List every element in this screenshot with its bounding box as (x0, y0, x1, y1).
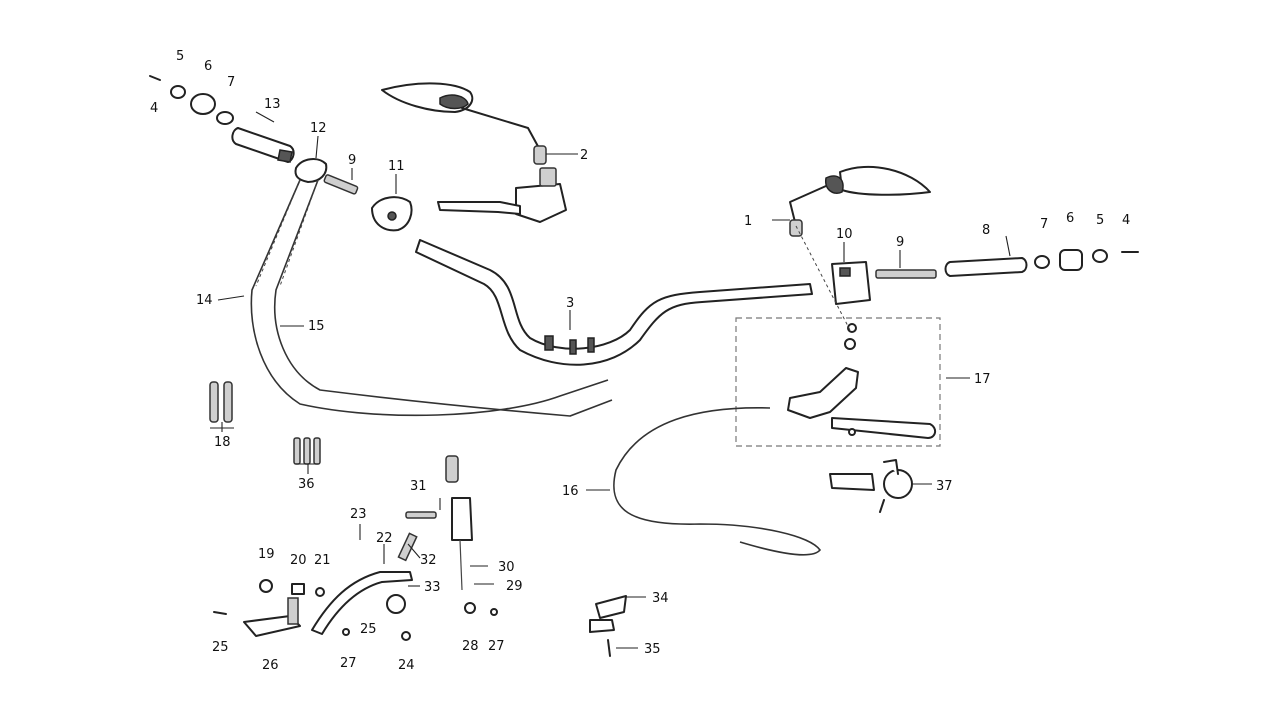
callout-29: 29 (506, 579, 523, 594)
callout-9-left: 9 (348, 153, 356, 168)
right-grip-assembly (875, 249, 1139, 279)
callout-1: 1 (744, 214, 752, 229)
callout-35: 35 (644, 642, 661, 657)
rear-brake-pedal (243, 571, 413, 637)
callout-21: 21 (314, 553, 331, 568)
clutch-cable (613, 407, 822, 556)
callout-10: 10 (836, 227, 853, 242)
left-switch-housing (371, 196, 413, 232)
callout-27-right: 27 (488, 639, 505, 654)
callout-30: 30 (498, 560, 515, 575)
gear-pedal (589, 595, 627, 633)
callout-25-left: 25 (212, 640, 229, 655)
callout-2: 2 (580, 148, 588, 163)
callout-12: 12 (310, 121, 327, 136)
callout-13: 13 (264, 97, 281, 112)
callout-24: 24 (398, 658, 415, 673)
callout-4-left: 4 (150, 101, 158, 116)
right-mirror (789, 165, 931, 237)
callout-31: 31 (410, 479, 427, 494)
callout-6-right: 6 (1066, 211, 1074, 226)
callout-7-right: 7 (1040, 217, 1048, 232)
callout-16: 16 (562, 484, 579, 499)
callout-26: 26 (262, 658, 279, 673)
callout-19: 19 (258, 547, 275, 562)
callout-25-mid: 25 (360, 622, 377, 637)
left-brake-master-cylinder (437, 167, 567, 223)
callout-7-left: 7 (227, 75, 235, 90)
callout-34: 34 (652, 591, 669, 606)
callout-4-right: 4 (1122, 213, 1130, 228)
callout-27-left: 27 (340, 656, 357, 671)
callout-15: 15 (308, 319, 325, 334)
callout-23: 23 (350, 507, 367, 522)
callout-28: 28 (462, 639, 479, 654)
callout-37: 37 (936, 479, 953, 494)
callout-33: 33 (424, 580, 441, 595)
left-mirror (381, 82, 547, 165)
callout-17: 17 (974, 372, 991, 387)
callout-6-left: 6 (204, 59, 212, 74)
handlebar-tube (415, 239, 813, 366)
callout-labels: 1 2 3 4 5 6 7 13 12 9 11 10 9 8 7 6 5 4 … (150, 49, 1130, 673)
pin-set-18 (209, 381, 233, 423)
clutch-lever-assembly-box (735, 317, 941, 447)
callout-3: 3 (566, 296, 574, 311)
left-grip-assembly (149, 75, 359, 195)
choke-lever-assembly (829, 459, 913, 513)
callout-32: 32 (420, 553, 437, 568)
callout-22: 22 (376, 531, 393, 546)
callout-11: 11 (388, 159, 405, 174)
callout-36: 36 (298, 477, 315, 492)
small-hardware (213, 532, 611, 657)
callout-5-right: 5 (1096, 213, 1104, 228)
callout-18: 18 (214, 435, 231, 450)
right-switch-housing (831, 261, 871, 305)
callout-9-right: 9 (896, 235, 904, 250)
pin-set-36 (293, 437, 321, 465)
callout-8: 8 (982, 223, 990, 238)
throttle-cables (250, 179, 613, 417)
rear-brake-master-cylinder (405, 455, 473, 591)
leader-lines (210, 111, 1011, 649)
clutch-lever-assembly (787, 225, 936, 439)
callout-5-left: 5 (176, 49, 184, 64)
callout-20: 20 (290, 553, 307, 568)
callout-14: 14 (196, 293, 213, 308)
